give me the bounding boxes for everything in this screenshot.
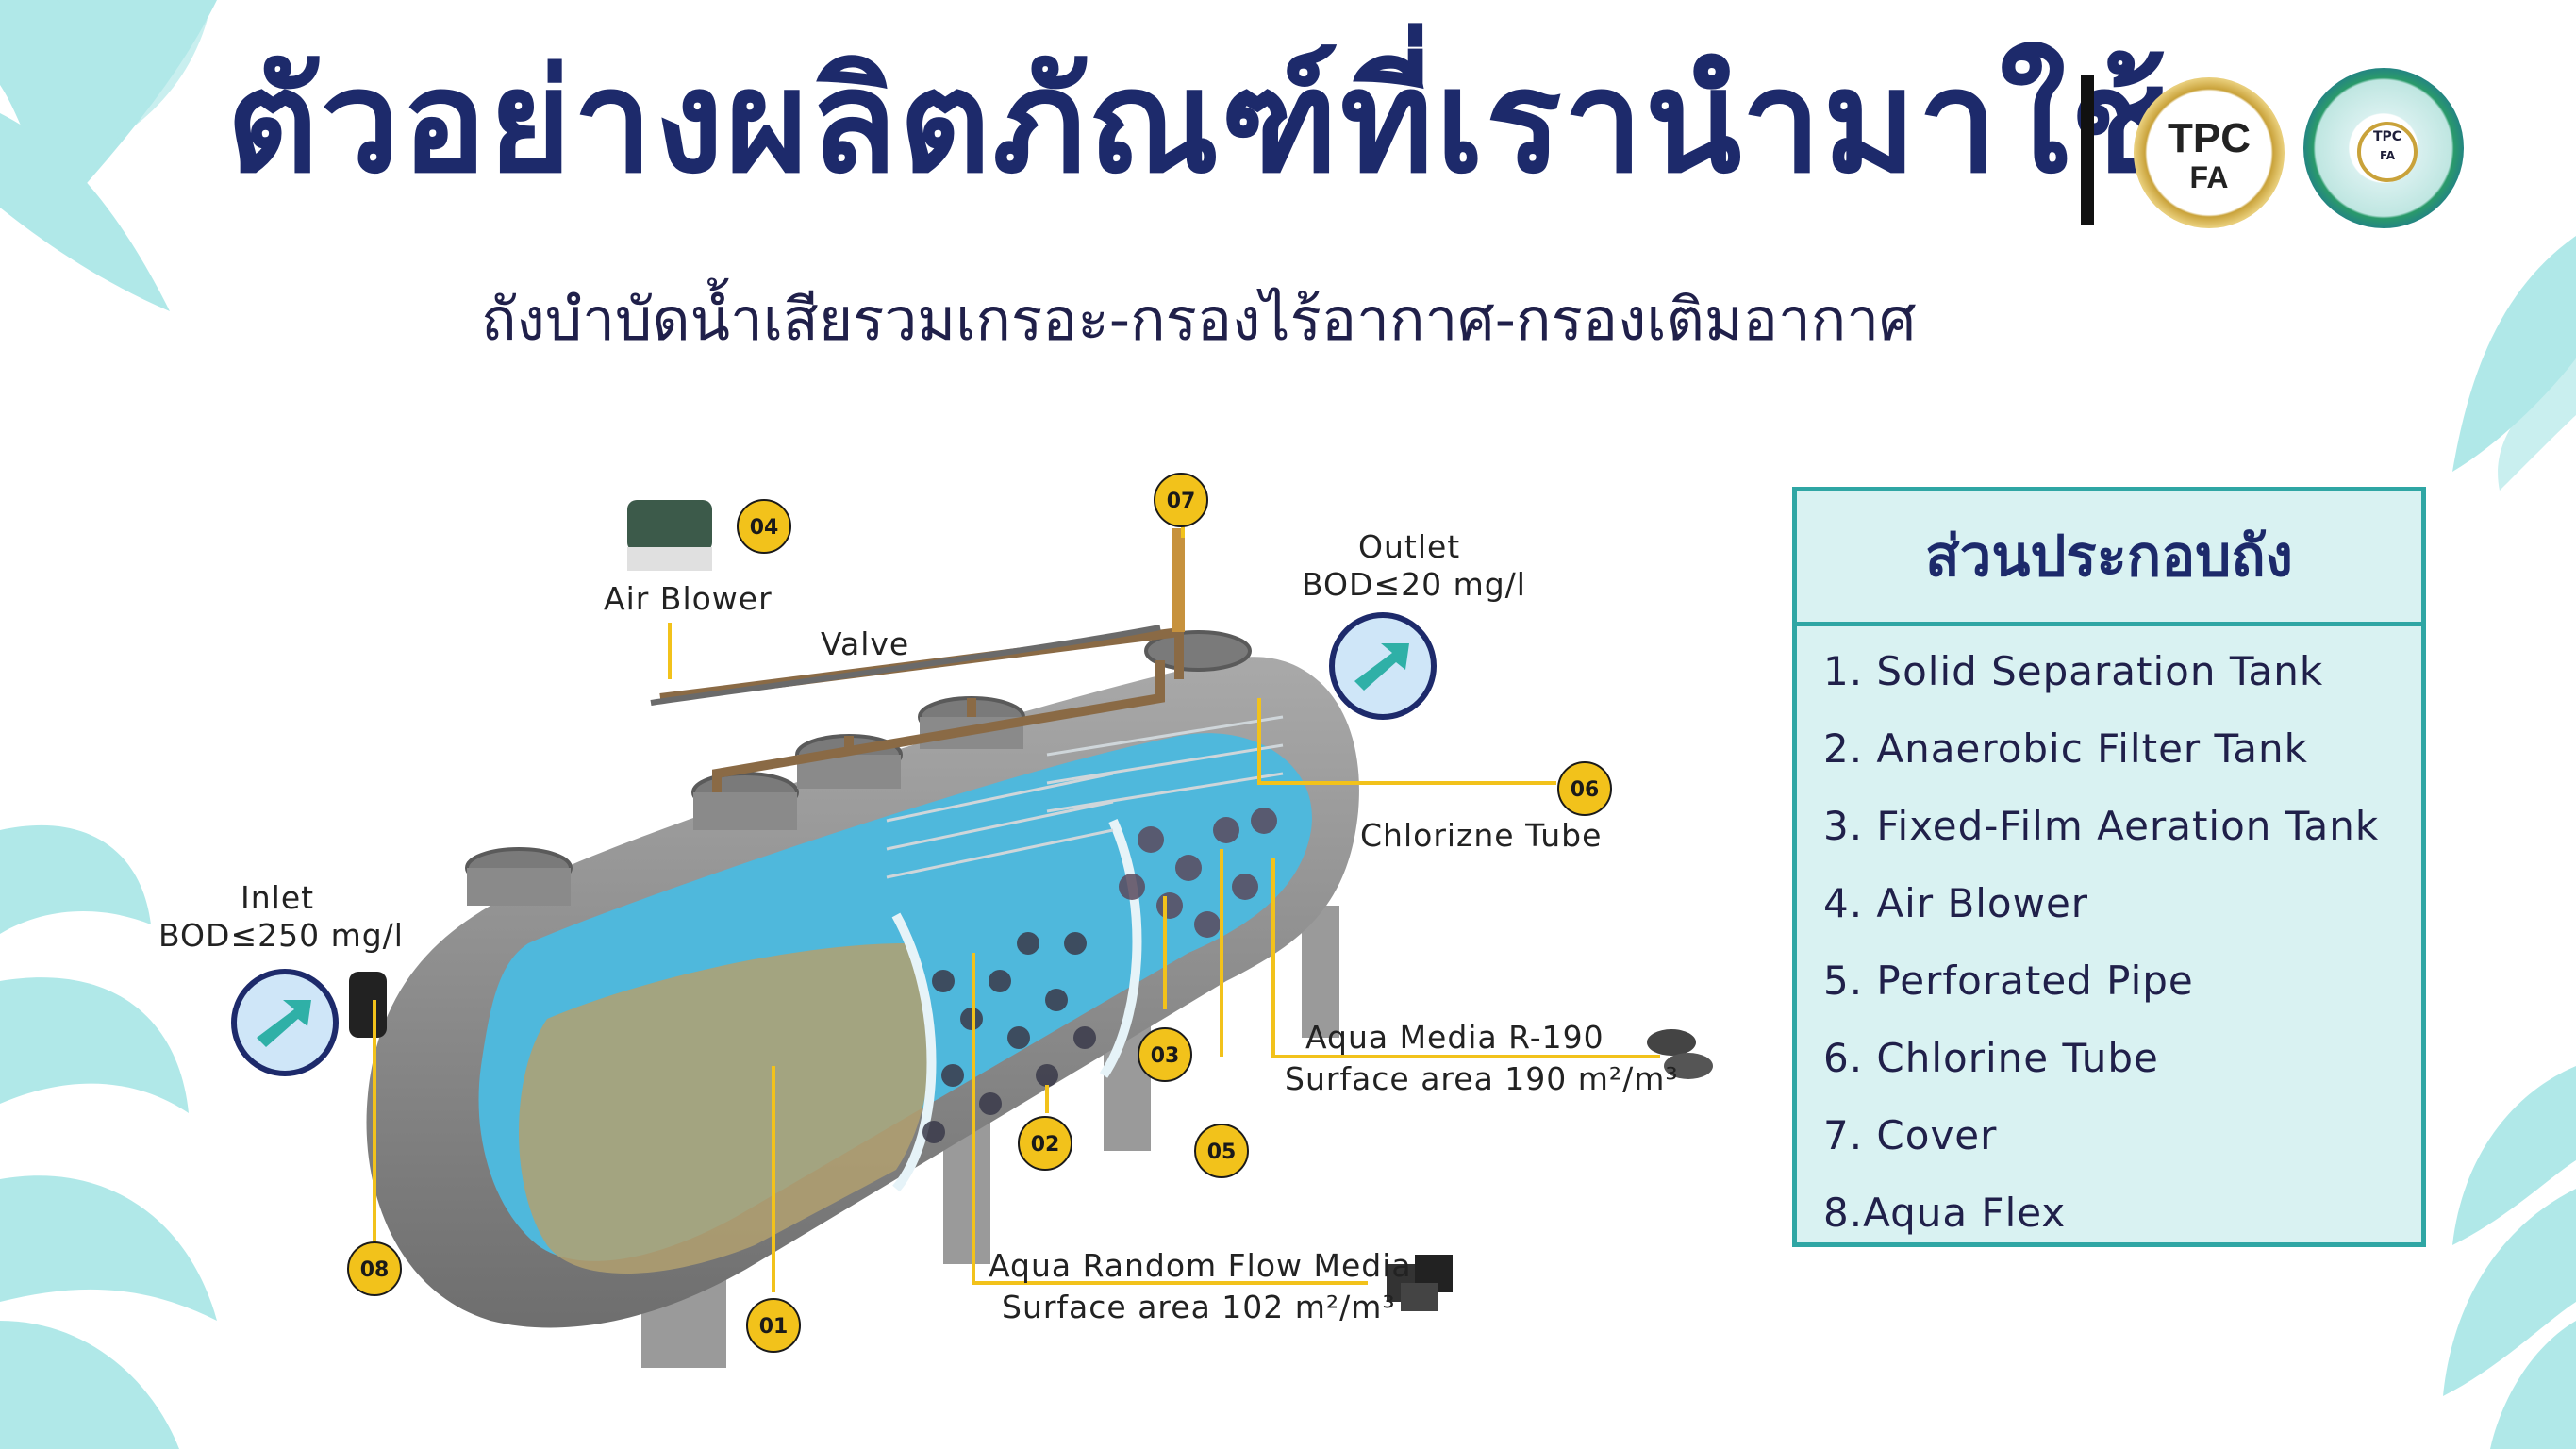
inlet-arrow-icon	[231, 969, 339, 1076]
outlet-arrow-icon	[1329, 612, 1437, 720]
markers-layer: 01 02 03 04 05 06 07 08	[347, 473, 1612, 1353]
marker-02	[1018, 1116, 1072, 1171]
seal-text-tpc: TPC	[2372, 129, 2402, 144]
marker-01	[746, 1298, 801, 1353]
seal-center: TPC FA	[2357, 122, 2418, 182]
label-inlet-bod: BOD≤250 mg/l	[158, 917, 404, 954]
marker-04	[737, 499, 791, 554]
tpc-fa-logo: TPC FA	[2134, 77, 2285, 228]
marker-06	[1557, 761, 1612, 816]
random-media-icon	[1387, 1255, 1453, 1311]
marker-label-01: 01	[759, 1315, 789, 1339]
logo-text-tpc: TPC	[2168, 115, 2251, 161]
label-chlorine-tube: Chlorizne Tube	[1360, 817, 1603, 854]
label-media-r190-area: Surface area 190 m²/m³	[1285, 1060, 1679, 1097]
list-item: 8.Aqua Flex	[1823, 1190, 2067, 1236]
list-item: 3. Fixed-Film Aeration Tank	[1823, 803, 2380, 849]
label-air-blower: Air Blower	[604, 580, 773, 617]
title-divider	[2081, 75, 2094, 225]
marker-label-05: 05	[1207, 1141, 1237, 1164]
components-panel: ส่วนประกอบถัง 1. Solid Separation Tank 2…	[1792, 487, 2426, 1247]
list-item: 7. Cover	[1823, 1112, 1998, 1158]
label-inlet: Inlet	[241, 879, 315, 916]
list-item: 6. Chlorine Tube	[1823, 1035, 2159, 1081]
label-outlet: Outlet	[1358, 528, 1461, 565]
label-random-media: Aqua Random Flow Media	[989, 1247, 1412, 1284]
marker-03	[1138, 1027, 1192, 1082]
page-subtitle: ถังบำบัดน้ำเสียรวมเกรอะ-กรองไร้อากาศ-กรอ…	[481, 285, 1917, 354]
marker-label-03: 03	[1151, 1044, 1180, 1068]
components-heading: ส่วนประกอบถัง	[1797, 491, 2421, 626]
label-random-media-area: Surface area 102 m²/m³	[1002, 1289, 1396, 1325]
marker-05	[1194, 1124, 1249, 1178]
sludge-zone	[519, 943, 930, 1274]
list-item: 1. Solid Separation Tank	[1823, 648, 2324, 694]
marker-07	[1154, 473, 1208, 527]
logo-text-fa: FA	[2189, 160, 2229, 194]
list-item: 4. Air Blower	[1823, 880, 2089, 926]
page-title: ตัวอย่างผลิตภัณฑ์ที่เรานำมาใช้	[226, 41, 2169, 205]
r190-media-bed	[1119, 808, 1277, 938]
list-item: 5. Perforated Pipe	[1823, 958, 2194, 1004]
inlet-pipe	[349, 972, 387, 1038]
components-list: 1. Solid Separation Tank 2. Anaerobic Fi…	[1823, 633, 2379, 1252]
marker-label-08: 08	[360, 1258, 390, 1282]
leaf-left-bottom	[0, 824, 151, 934]
pointer-lines	[373, 519, 1660, 1292]
air-blower-unit	[627, 500, 712, 571]
seal-text-fa: FA	[2379, 149, 2396, 162]
label-media-r190: Aqua Media R-190	[1305, 1019, 1604, 1056]
marker-label-06: 06	[1571, 778, 1600, 802]
label-outlet-bod: BOD≤20 mg/l	[1302, 566, 1526, 603]
marker-label-04: 04	[750, 516, 779, 540]
media-grid	[886, 715, 1284, 879]
marker-08	[347, 1241, 402, 1296]
marker-label-02: 02	[1031, 1133, 1060, 1157]
marker-label-07: 07	[1167, 490, 1196, 513]
r190-media-icon	[1647, 1029, 1713, 1079]
list-item: 2. Anaerobic Filter Tank	[1823, 725, 2308, 772]
tank-diagram: 01 02 03 04 05 06 07 08 Air Blower Valve Outlet…	[0, 415, 1811, 1434]
leaf-right-bottom	[2452, 1066, 2576, 1245]
leaf-right-top	[2452, 236, 2576, 472]
random-media-bed	[922, 932, 1096, 1143]
label-valve: Valve	[821, 625, 910, 662]
seal-logo: TPC FA	[2303, 68, 2464, 228]
